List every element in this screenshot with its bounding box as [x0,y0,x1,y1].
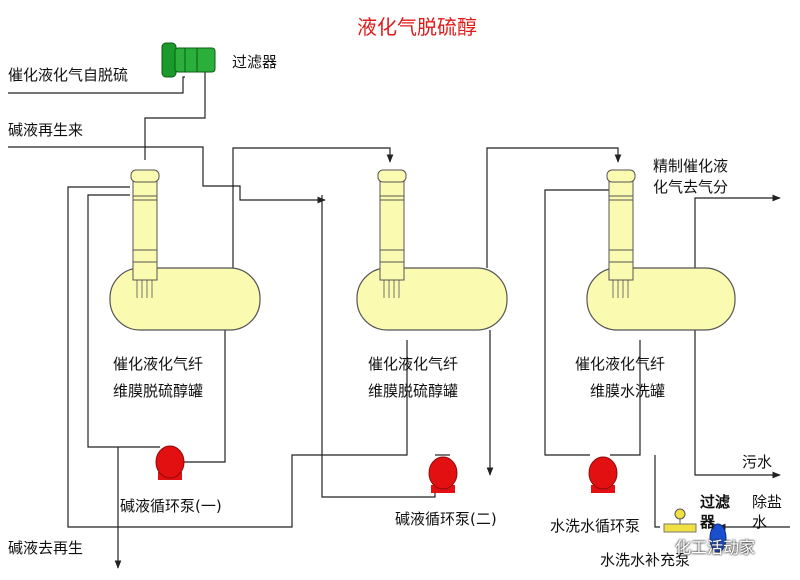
tank1-to-tank2-line [232,147,394,268]
caustic-regen-in-line [8,146,326,204]
tank2-label-line2: 维膜脱硫醇罐 [368,382,459,400]
product-label-line1: 精制催化液 [653,157,729,175]
watermark-text: 化工活动家 [675,538,756,557]
pump1-icon [155,445,185,480]
feed-label: 催化液化气自脱硫 [8,66,129,84]
makeup-pump-icon [663,508,697,533]
tank2-loop [321,195,436,498]
product-out-line [694,194,781,268]
pump3-icon [588,456,618,493]
desalted-water-label: 除盐水 [752,493,783,531]
tank1-vessel [109,169,261,331]
makeup-pump-label: 水洗水补充泵 [600,551,691,569]
tank3-label-line1: 催化液化气纤 [575,355,666,373]
tank3-vessel [586,169,736,331]
pump2-icon [428,456,458,493]
tank2-to-tank3-line [486,147,622,268]
top-filter-label: 过滤器 [232,53,278,71]
tank1-outer-loop [67,186,300,528]
bottom-filter-icon [709,523,727,553]
feed-line [8,76,185,94]
pump2-label: 碱液循环泵(二) [395,510,497,528]
filter-to-tank1-line [144,70,206,160]
bottom-filter-label: 过滤器 [700,493,731,531]
tank3-label-line2: 维膜水洗罐 [590,382,666,400]
pump3-discharge [610,340,641,456]
pump3-label: 水洗水循环泵 [550,517,641,535]
caustic-to-regen-label: 碱液去再生 [8,539,84,557]
tank2-label-line1: 催化液化气纤 [368,355,459,373]
pump1-discharge [182,330,226,463]
waste-water-label: 污水 [742,453,773,471]
product-label-line2: 化气去气分 [653,178,729,196]
tank2-vessel [356,169,508,331]
pump1-label: 碱液循环泵(一) [120,497,222,515]
caustic-regen-in-label: 碱液再生来 [8,121,84,139]
tank2-return [300,340,408,456]
makeup-line [654,455,660,528]
tank1-label-line2: 维膜脱硫醇罐 [113,382,204,400]
top-filter-icon [161,42,216,78]
process-lines [8,70,790,569]
waste-water-line [694,330,781,479]
tank3-loop [544,189,610,456]
tank1-inner-loop [87,194,160,448]
tank1-label-line1: 催化液化气纤 [113,355,204,373]
diagram-title: 液化气脱硫醇 [357,15,477,39]
